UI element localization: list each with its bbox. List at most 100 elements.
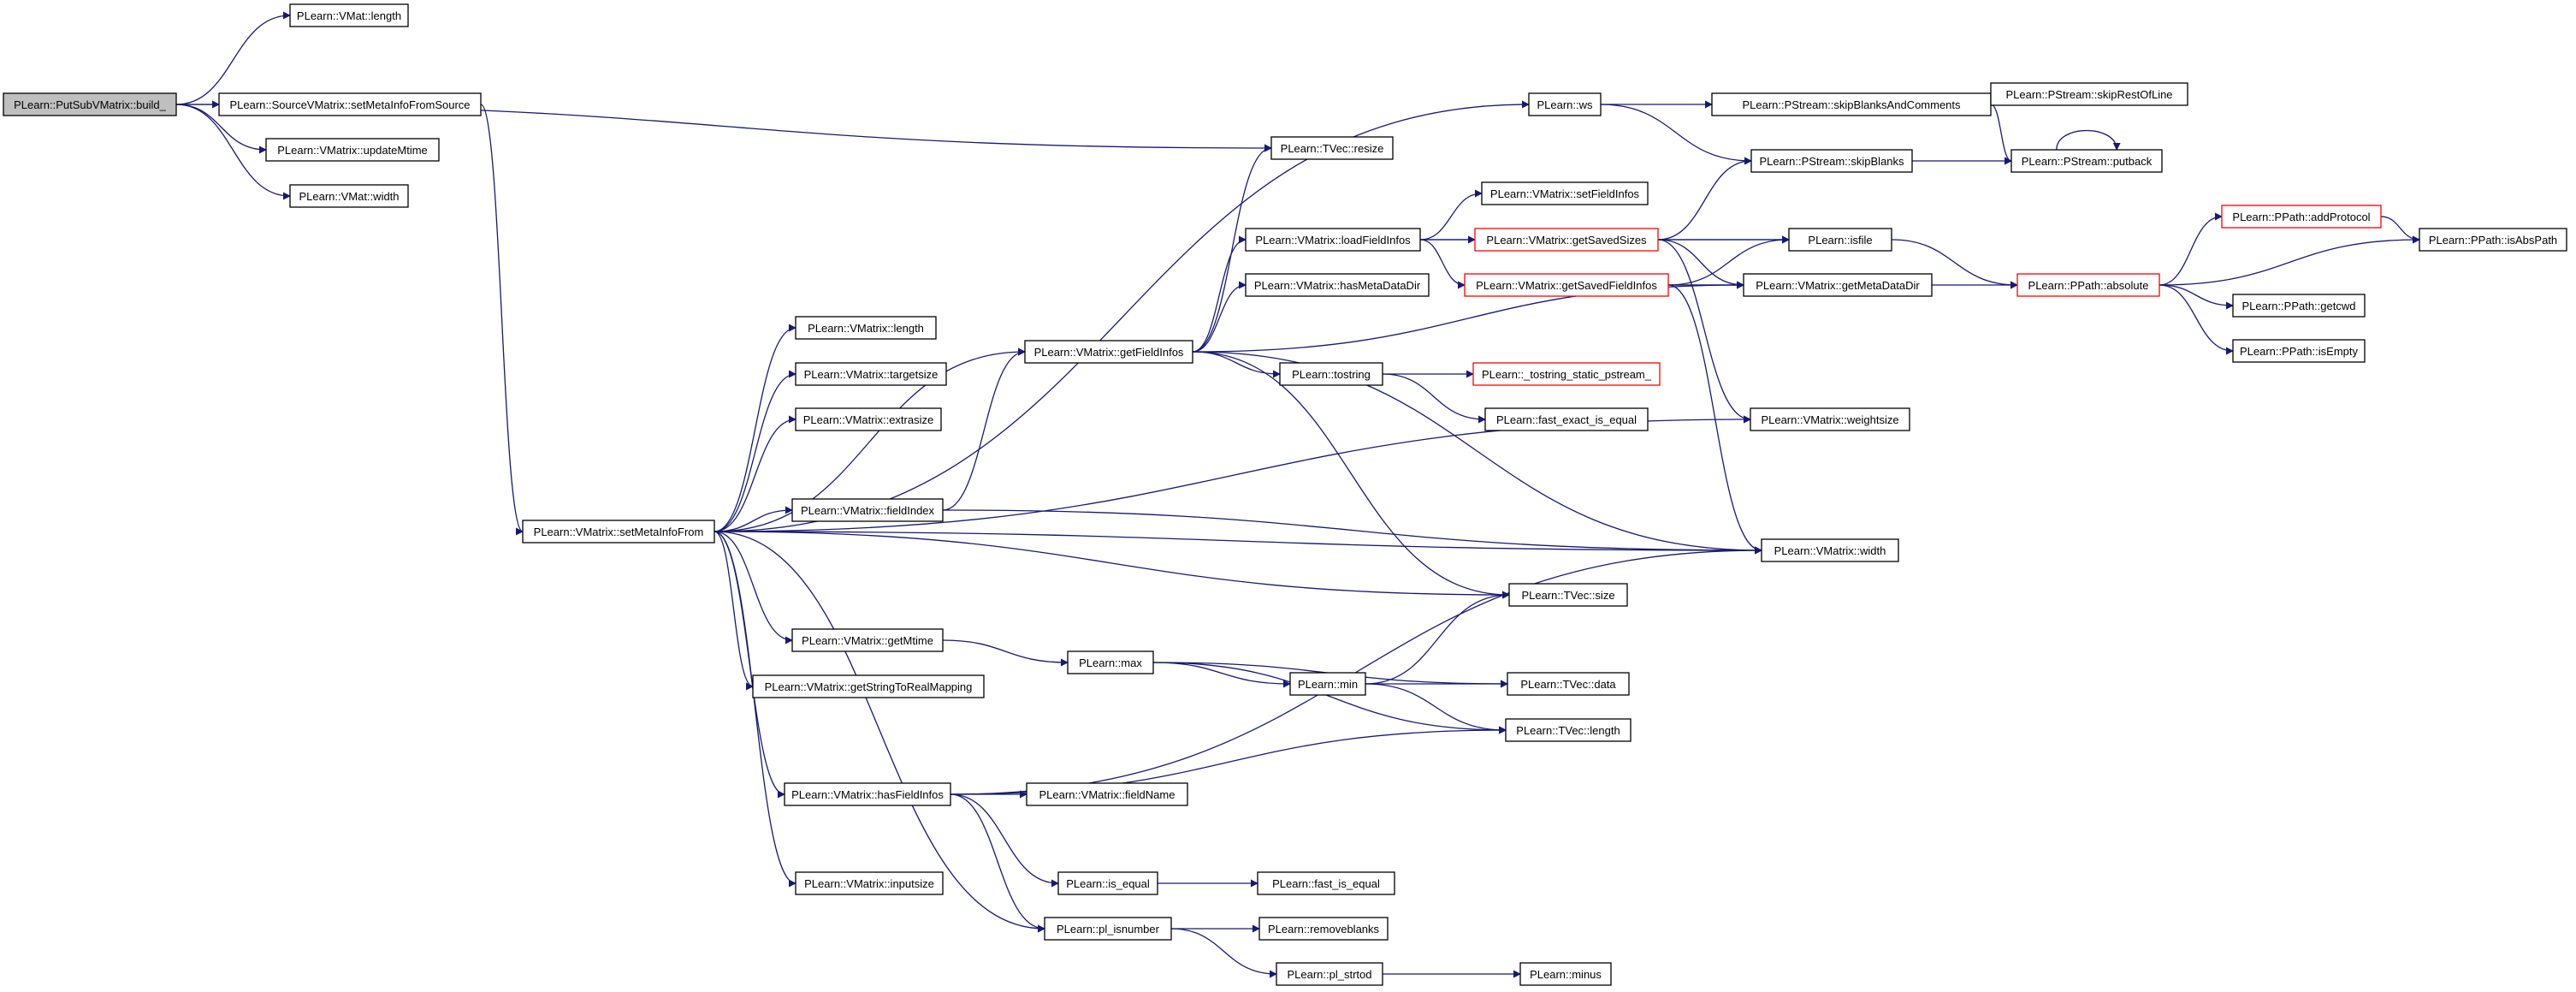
graph-node-getMetaDataDir[interactable]: PLearn::VMatrix::getMetaDataDir (1743, 273, 1933, 297)
graph-node-inputsize[interactable]: PLearn::VMatrix::inputsize (795, 871, 944, 895)
node-label: PLearn::TVec::resize (1281, 142, 1384, 155)
graph-node-min[interactable]: PLearn::min (1289, 672, 1366, 696)
node-box (1481, 181, 1649, 205)
graph-node-tvec_data[interactable]: PLearn::TVec::data (1507, 672, 1630, 696)
node-label: PLearn::VMatrix::getStringToRealMapping (765, 680, 973, 693)
graph-node-max[interactable]: PLearn::max (1067, 650, 1154, 674)
call-edge-absolute-to-addProtocol (2159, 212, 2223, 286)
node-box (752, 674, 985, 698)
graph-node-isEmpty[interactable]: PLearn::PPath::isEmpty (2232, 339, 2366, 363)
call-edge-build-to-vmat_width (175, 104, 291, 200)
graph-node-extrasize[interactable]: PLearn::VMatrix::extrasize (795, 407, 942, 431)
graph-node-vmat_length[interactable]: PLearn::VMat::length (289, 3, 409, 27)
call-edge-absolute-to-isAbsPath (2159, 235, 2420, 286)
node-box (1474, 228, 1659, 252)
graph-node-addProtocol[interactable]: PLearn::PPath::addProtocol (2221, 205, 2382, 229)
call-edge-tostring-to-fast_exact_is_equal (1382, 373, 1486, 424)
node-box (1990, 82, 2188, 106)
graph-node-build[interactable]: PLearn::PutSubVMatrix::build_ (3, 92, 177, 116)
graph-node-pl_isnumber[interactable]: PLearn::pl_isnumber (1044, 917, 1172, 941)
node-box (2221, 205, 2382, 229)
graph-node-isAbsPath[interactable]: PLearn::PPath::isAbsPath (2419, 228, 2567, 252)
graph-node-tvec_resize[interactable]: PLearn::TVec::resize (1270, 136, 1394, 160)
graph-node-skipRestOfLine[interactable]: PLearn::PStream::skipRestOfLine (1990, 82, 2188, 106)
node-box (1761, 538, 1899, 562)
graph-node-vmat_width[interactable]: PLearn::VMat::width (289, 184, 409, 208)
graph-node-loadFieldInfos[interactable]: PLearn::VMatrix::loadFieldInfos (1245, 228, 1421, 252)
graph-node-fast_is_equal[interactable]: PLearn::fast_is_equal (1257, 871, 1395, 895)
node-label: PLearn::VMatrix::fieldIndex (801, 504, 935, 517)
node-box (3, 92, 177, 116)
call-edge-getFieldInfos-to-tvec_size (1192, 351, 1510, 599)
node-box (1257, 871, 1395, 895)
graph-node-skipBlanks[interactable]: PLearn::PStream::skipBlanks (1750, 149, 1913, 173)
graph-node-hasMetaDataDir[interactable]: PLearn::VMatrix::hasMetaDataDir (1245, 273, 1430, 297)
call-edge-fieldIndex-to-getFieldInfos (942, 347, 1026, 511)
node-box (1026, 782, 1188, 806)
graph-node-hasFieldInfos[interactable]: PLearn::VMatrix::hasFieldInfos (784, 782, 951, 806)
call-edge-setMetaInfoFrom-to-getFieldInfos (714, 347, 1026, 532)
node-label: PLearn::VMatrix::fieldName (1039, 788, 1175, 801)
graph-node-pl_strtod[interactable]: PLearn::pl_strtod (1276, 962, 1383, 986)
call-edge-getSavedSizes-to-getMetaDataDir (1657, 239, 1744, 289)
graph-node-tostring[interactable]: PLearn::tostring (1279, 362, 1383, 386)
graph-node-getSavedFieldInfos[interactable]: PLearn::VMatrix::getSavedFieldInfos (1464, 273, 1669, 297)
call-edge-max-to-tvec_length (1152, 662, 1507, 734)
graph-node-setFieldInfos[interactable]: PLearn::VMatrix::setFieldInfos (1481, 181, 1649, 205)
graph-node-getStringToRealMapping[interactable]: PLearn::VMatrix::getStringToRealMapping (752, 674, 985, 698)
graph-node-targetsize[interactable]: PLearn::VMatrix::targetsize (795, 362, 947, 386)
node-box (1245, 228, 1421, 252)
graph-node-ws[interactable]: PLearn::ws (1528, 92, 1602, 116)
graph-node-fast_exact_is_equal[interactable]: PLearn::fast_exact_is_equal (1484, 407, 1649, 431)
graph-node-updateMtime[interactable]: PLearn::VMatrix::updateMtime (265, 138, 440, 162)
graph-node-weightsize[interactable]: PLearn::VMatrix::weightsize (1750, 407, 1910, 431)
graph-node-isfile[interactable]: PLearn::isfile (1788, 228, 1892, 252)
node-box (1464, 273, 1669, 297)
call-edge-loadFieldInfos-to-getSavedFieldInfos (1419, 239, 1466, 289)
node-label: PLearn::PStream::skipRestOfLine (2005, 88, 2172, 101)
node-box (289, 184, 409, 208)
graph-node-tvec_size[interactable]: PLearn::TVec::size (1508, 583, 1628, 607)
node-label: PLearn::VMatrix::getFieldInfos (1034, 346, 1184, 359)
graph-node-setMetaInfoFromSource[interactable]: PLearn::SourceVMatrix::setMetaInfoFromSo… (218, 92, 482, 116)
graph-node-absolute[interactable]: PLearn::PPath::absolute (2016, 273, 2160, 297)
graph-node-vm_width[interactable]: PLearn::VMatrix::width (1761, 538, 1899, 562)
node-box (2010, 149, 2163, 173)
node-label: PLearn::VMat::width (299, 190, 399, 203)
graph-node-minus[interactable]: PLearn::minus (1519, 962, 1612, 986)
graph-node-fieldIndex[interactable]: PLearn::VMatrix::fieldIndex (791, 498, 944, 522)
graph-node-removeblanks[interactable]: PLearn::removeblanks (1258, 917, 1389, 941)
graph-node-setMetaInfoFrom[interactable]: PLearn::VMatrix::setMetaInfoFrom (522, 520, 715, 544)
node-label: PLearn::VMatrix::hasMetaDataDir (1254, 279, 1421, 292)
node-box (1289, 672, 1366, 696)
node-box (1279, 362, 1383, 386)
node-label: PLearn::TVec::size (1521, 589, 1614, 602)
graph-node-skipBlanksAndComments[interactable]: PLearn::PStream::skipBlanksAndComments (1711, 92, 1992, 116)
graph-node-getMtime[interactable]: PLearn::VMatrix::getMtime (791, 628, 944, 652)
graph-node-fieldName[interactable]: PLearn::VMatrix::fieldName (1026, 782, 1188, 806)
node-label: PLearn::minus (1530, 968, 1602, 981)
graph-node-getSavedSizes[interactable]: PLearn::VMatrix::getSavedSizes (1474, 228, 1659, 252)
graph-node-is_equal[interactable]: PLearn::is_equal (1057, 871, 1158, 895)
node-box (1276, 962, 1383, 986)
node-box (1528, 92, 1602, 116)
graph-node-vm_length[interactable]: PLearn::VMatrix::length (795, 316, 937, 340)
node-box (1024, 340, 1193, 364)
node-box (1044, 917, 1172, 941)
call-edge-setMetaInfoFrom-to-extrasize (714, 415, 796, 532)
graph-node-putback[interactable]: PLearn::PStream::putback (2010, 149, 2163, 173)
node-box (522, 520, 715, 544)
graph-node-tostring_static[interactable]: PLearn::_tostring_static_pstream_ (1472, 362, 1661, 386)
call-edge-addProtocol-to-isAbsPath (2380, 216, 2420, 244)
node-label: PLearn::ws (1537, 98, 1593, 111)
graph-node-tvec_length[interactable]: PLearn::TVec::length (1505, 718, 1631, 742)
call-edge-getFieldInfos-to-tvec_resize (1192, 144, 1272, 353)
node-box (795, 362, 947, 386)
node-label: PLearn::tostring (1292, 368, 1371, 381)
node-box (1067, 650, 1154, 674)
node-box (2419, 228, 2567, 252)
graph-node-getcwd[interactable]: PLearn::PPath::getcwd (2232, 294, 2366, 318)
graph-node-getFieldInfos[interactable]: PLearn::VMatrix::getFieldInfos (1024, 340, 1193, 364)
node-box (265, 138, 440, 162)
